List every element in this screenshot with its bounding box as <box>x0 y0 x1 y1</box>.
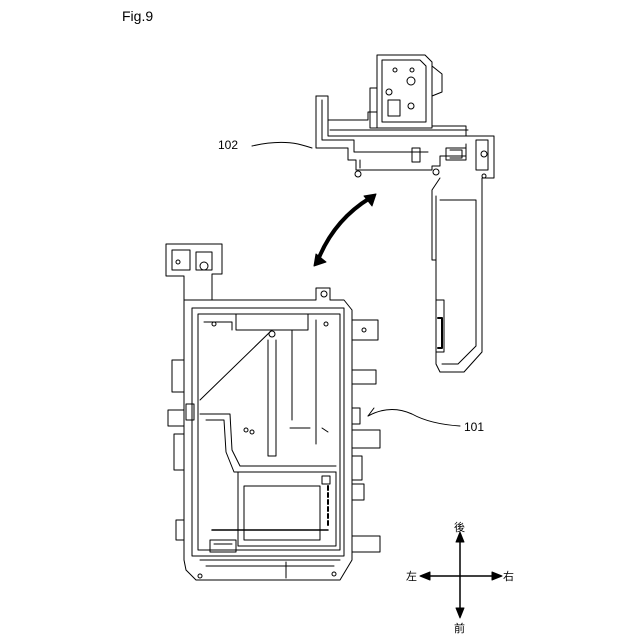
leader-line-102 <box>252 142 312 148</box>
leader-line-101 <box>368 409 460 426</box>
label-102: 102 <box>218 138 238 152</box>
arrow-down-icon <box>456 608 464 618</box>
arrow-right-icon <box>492 572 502 580</box>
direction-right: 右 <box>503 569 514 583</box>
label-101: 101 <box>464 420 484 434</box>
rotation-arrow <box>314 194 376 266</box>
direction-left: 左 <box>406 570 417 583</box>
direction-front: 前 <box>454 621 465 635</box>
arrow-left-icon <box>420 572 430 580</box>
direction-compass: 後 前 左 右 <box>406 520 514 635</box>
upper-bracket-part <box>316 55 494 372</box>
lower-casing-part <box>166 244 380 580</box>
direction-back: 後 <box>454 520 465 534</box>
